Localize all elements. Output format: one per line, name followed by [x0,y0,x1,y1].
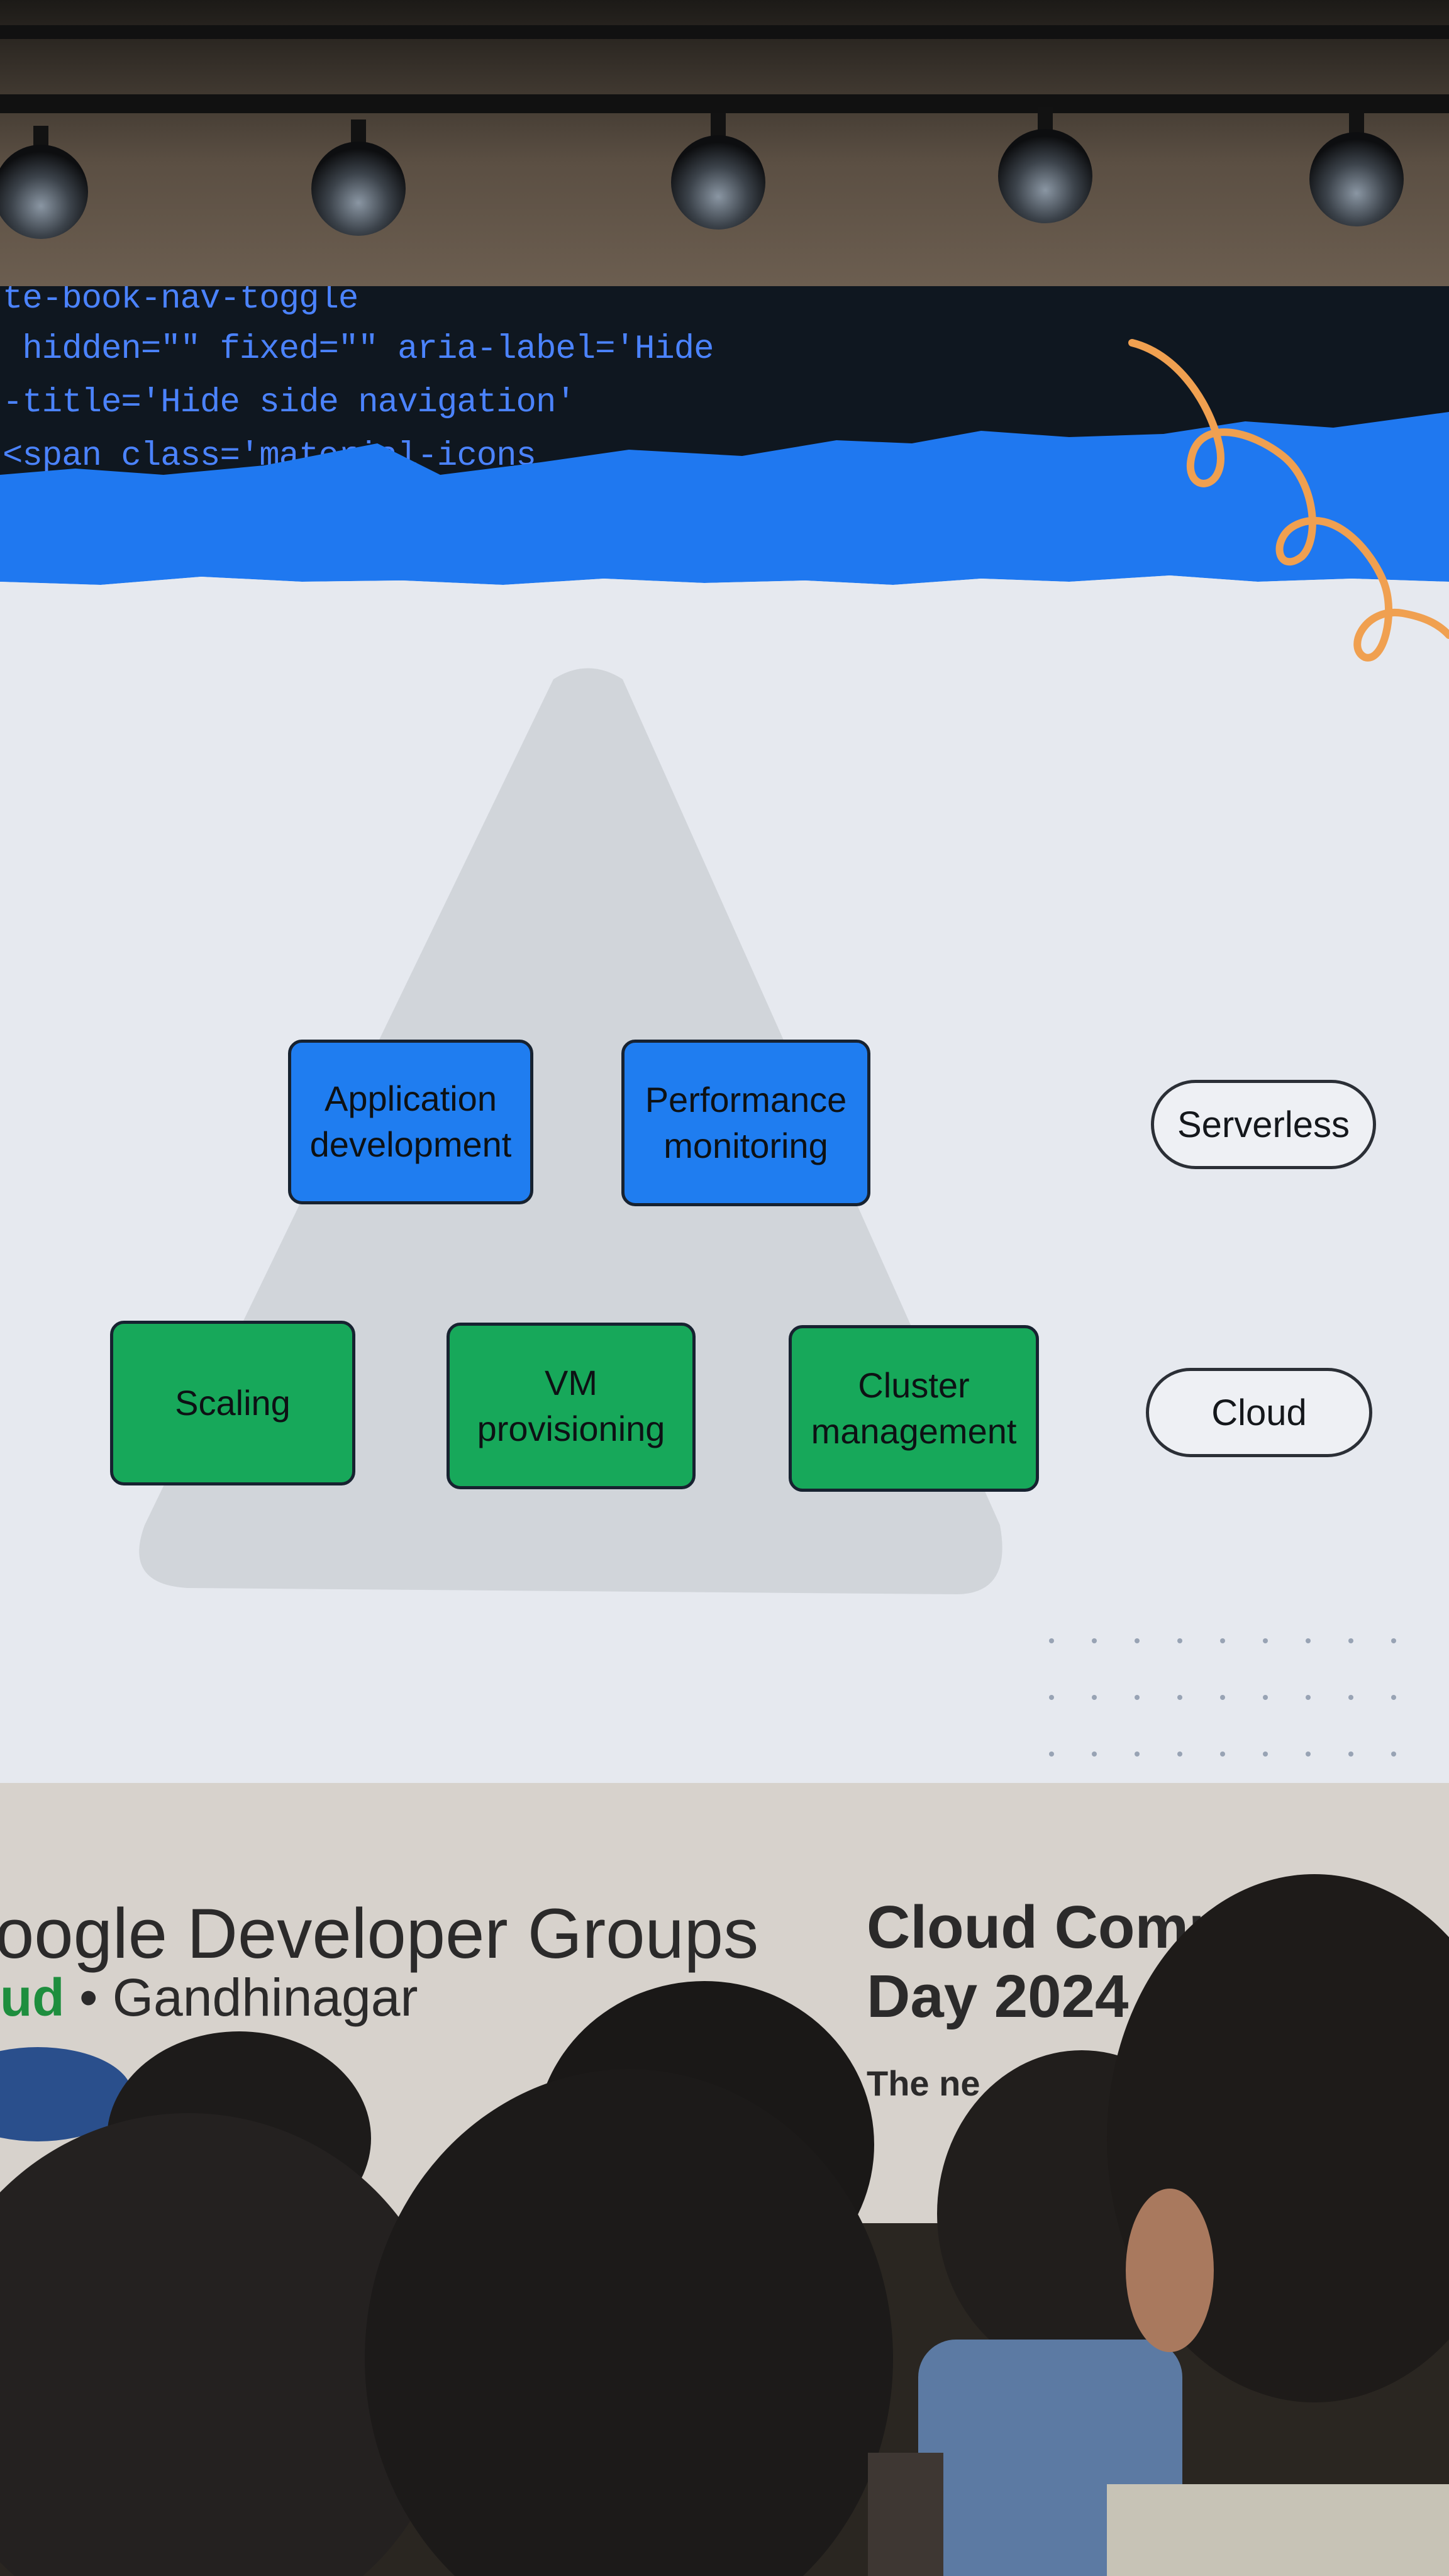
audience-head [0,2113,453,2576]
grid-dot [1049,1752,1054,1757]
grid-dot [1348,1695,1353,1700]
truss-beam [0,25,1449,39]
grid-dot [1348,1638,1353,1643]
gdg-chapter: ud • Gandhinagar [0,1967,418,2028]
node-application-development: Application development [288,1040,533,1204]
grid-dot [1177,1695,1182,1700]
audience-head [365,2069,893,2576]
node-cluster-management: Cluster management [789,1325,1039,1492]
audience-shirt [1107,2484,1449,2576]
audience-shoulder [868,2453,943,2576]
grid-dot [1135,1638,1140,1643]
stage-light-icon [0,145,88,239]
stage-light-icon [671,135,765,230]
code-line: hidden="" fixed="" aria-label='Hide [3,330,714,369]
grid-dot [1135,1695,1140,1700]
grid-dot [1177,1752,1182,1757]
audience-cap [0,2047,132,2141]
event-title-line-2: Day 2024 [867,1963,1129,2031]
grid-dot [1220,1752,1225,1757]
stage-light-icon [1309,132,1404,226]
grid-dot [1348,1752,1353,1757]
event-tagline: The ne [867,2063,980,2103]
grid-dot [1220,1638,1225,1643]
node-vm-provisioning: VM provisioning [447,1323,696,1489]
grid-dot [1263,1695,1268,1700]
grid-dot [1391,1638,1396,1643]
squiggle-decoration [1128,339,1449,662]
grid-dot [1306,1752,1311,1757]
grid-dot [1177,1638,1182,1643]
grid-dot [1092,1638,1097,1643]
grid-dot [1263,1752,1268,1757]
gdg-separator: • [64,1968,113,2027]
gdg-title: oogle Developer Groups [0,1894,759,1973]
projected-slide: te-book-nav-toggle hidden="" fixed="" ar… [0,286,1449,1796]
grid-dot [1049,1695,1054,1700]
grid-dot [1263,1638,1268,1643]
layer-label-cloud: Cloud [1146,1368,1372,1457]
stage-light-icon [998,129,1092,223]
node-scaling: Scaling [110,1321,355,1485]
grid-dot [1391,1752,1396,1757]
torn-paper-band [0,339,1449,689]
grid-dot [1092,1695,1097,1700]
grid-dot [1306,1695,1311,1700]
code-line: te-book-nav-toggle [3,286,358,318]
stage-light-icon [311,142,406,236]
grid-dot [1135,1752,1140,1757]
grid-dot [1306,1638,1311,1643]
node-performance-monitoring: Performance monitoring [621,1040,870,1206]
truss-beam [0,94,1449,113]
audience-ear [1126,2189,1214,2352]
layer-label-serverless: Serverless [1151,1080,1376,1169]
grid-dot [1092,1752,1097,1757]
grid-dot [1391,1695,1396,1700]
grid-dot [1220,1695,1225,1700]
grid-dot [1049,1638,1054,1643]
code-line: -title='Hide side navigation' [3,384,576,422]
gdg-city: Gandhinagar [112,1968,418,2027]
gdg-cloud-word: ud [0,1968,65,2027]
